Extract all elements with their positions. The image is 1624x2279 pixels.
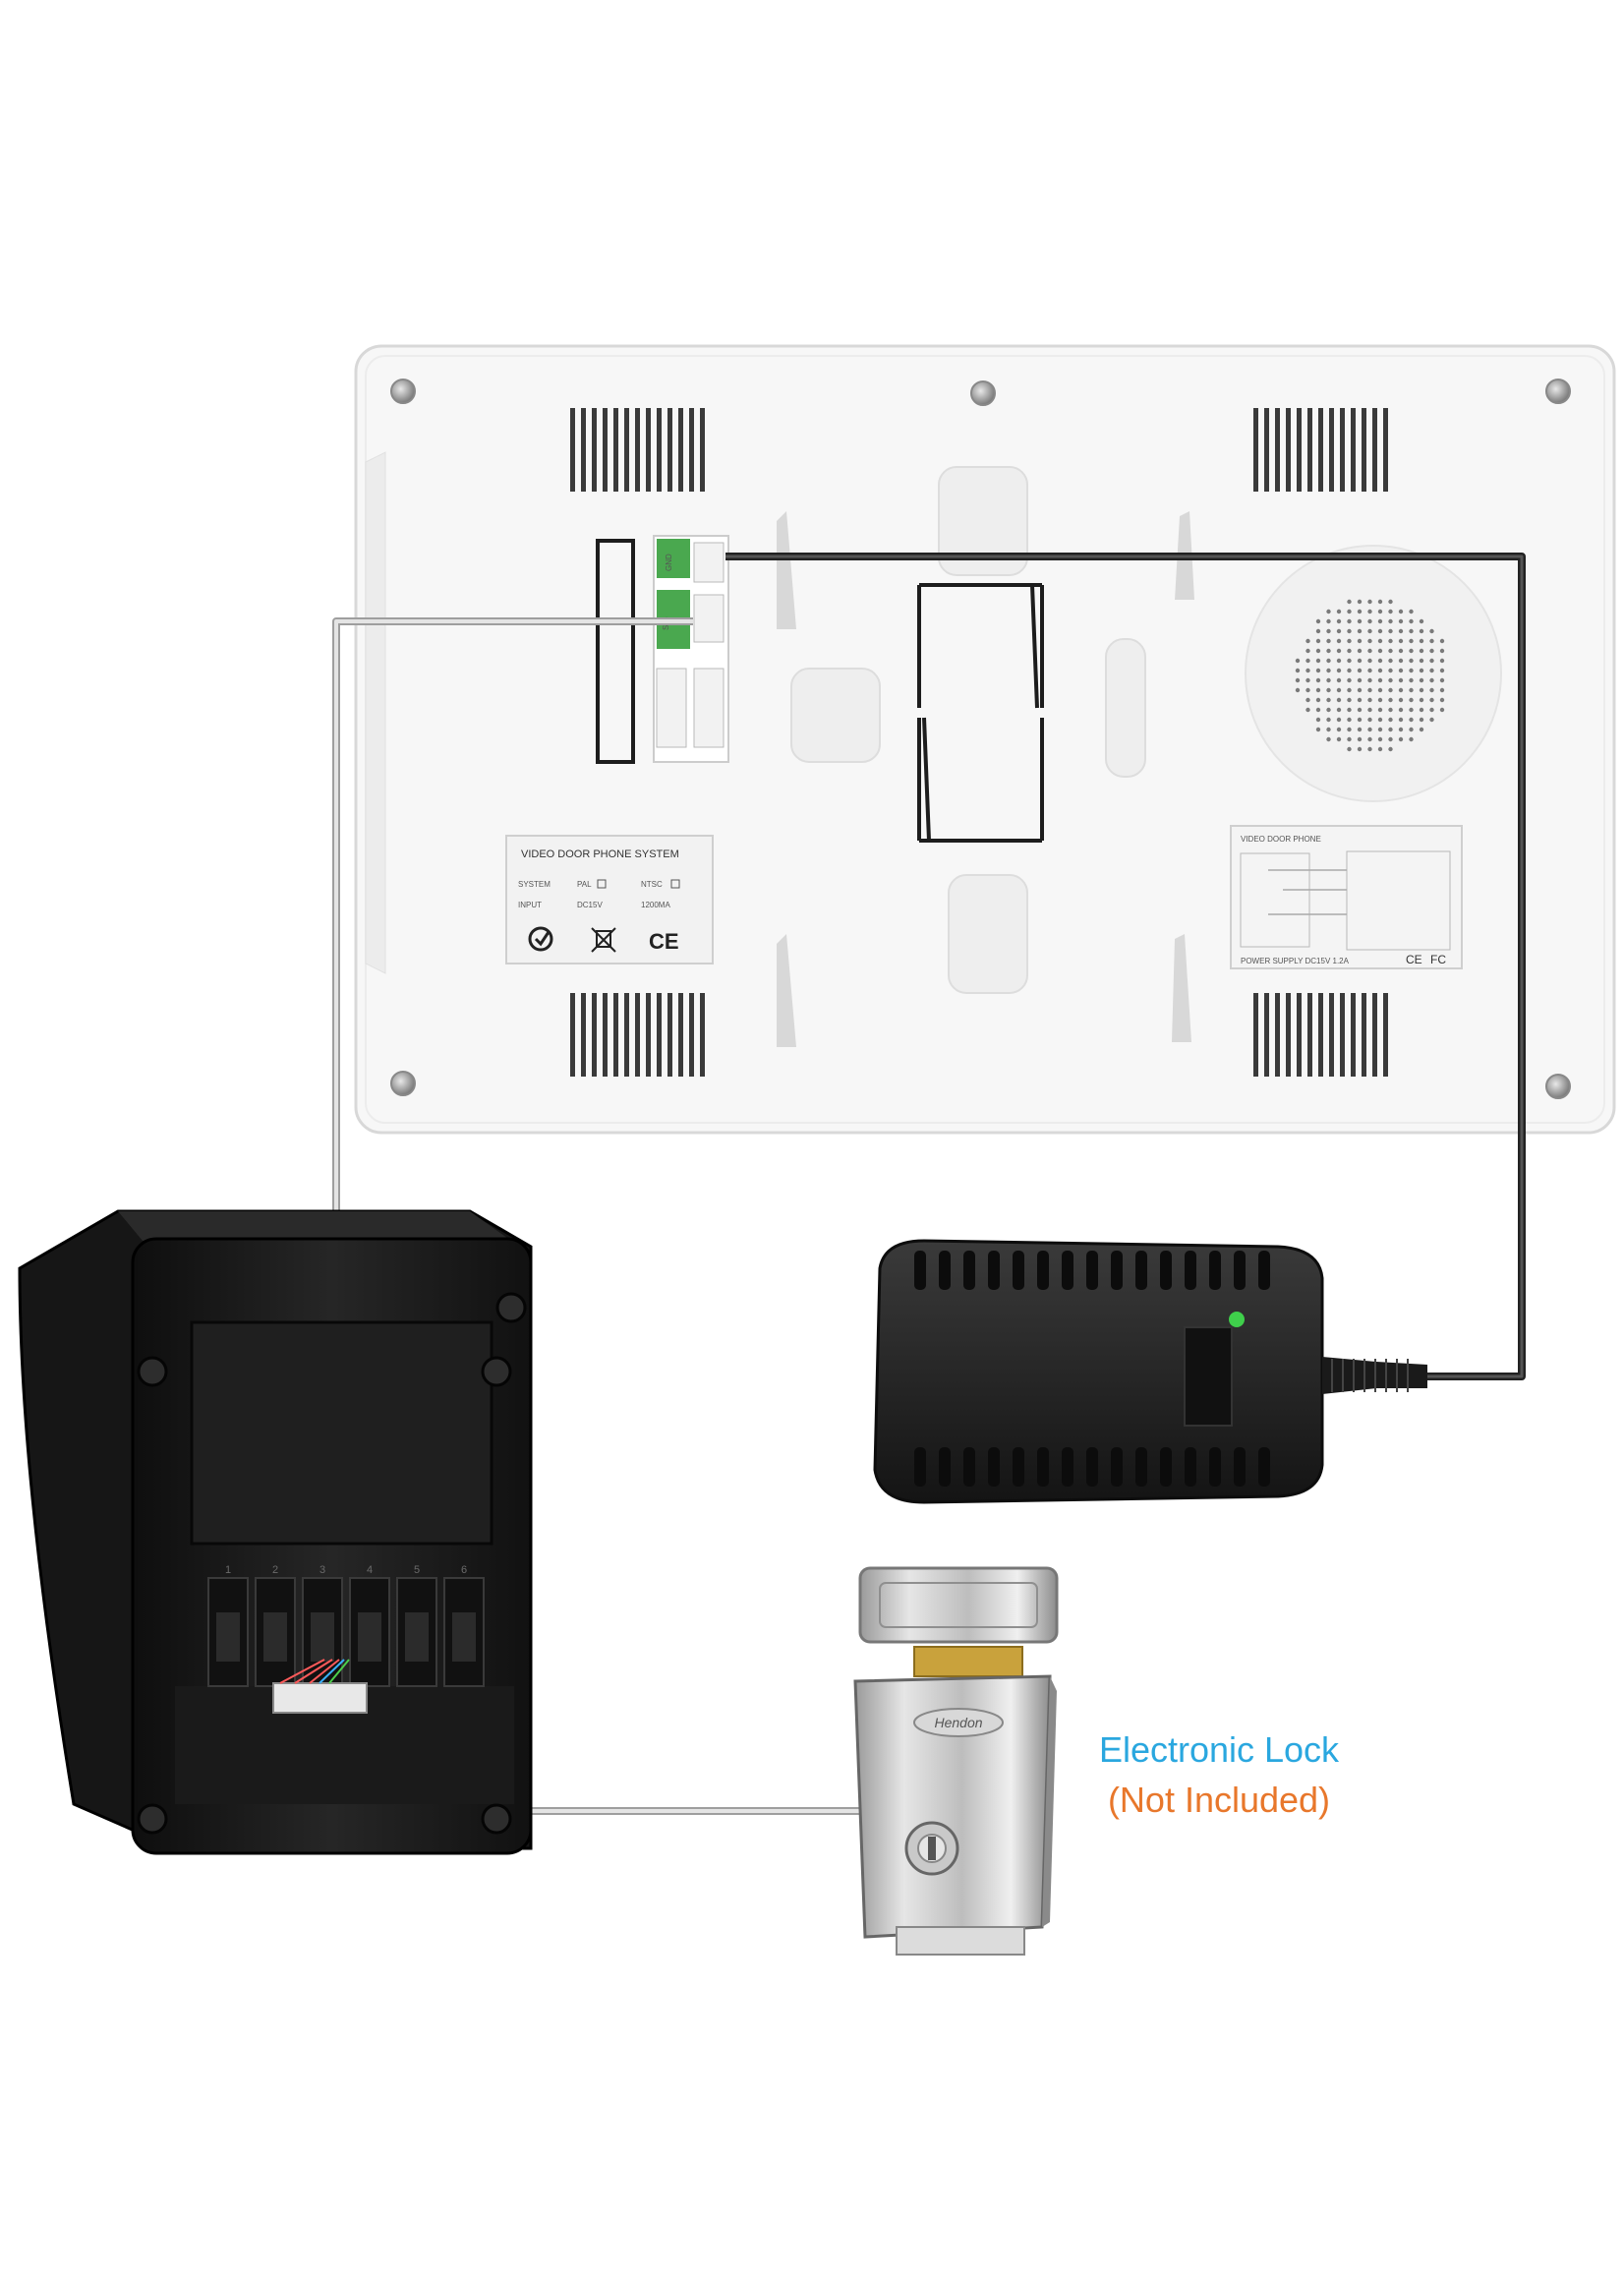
svg-text:SYSTEM: SYSTEM	[518, 880, 551, 889]
svg-text:PAL: PAL	[577, 880, 592, 889]
svg-text:CE: CE	[1406, 953, 1422, 966]
terminal-number: 6	[461, 1564, 467, 1576]
svg-text:1200MA: 1200MA	[641, 901, 670, 909]
outdoor-camera-unit: 1 2 3 4 5 6	[18, 1209, 533, 1855]
lock-brand: Hendon	[934, 1715, 982, 1730]
electronic-lock: Hendon	[853, 1566, 1059, 1956]
lock-label-note: (Not Included)	[1108, 1780, 1330, 1820]
power-adapter	[873, 1239, 1427, 1504]
ce-mark: CE	[649, 929, 679, 954]
status-led	[1229, 1312, 1245, 1327]
svg-text:DC15V: DC15V	[577, 901, 603, 909]
terminal-number: 4	[367, 1564, 373, 1576]
weee-bin-icon	[591, 927, 616, 953]
rating-sticker: VIDEO DOOR PHONE SYSTEM SYSTEM PAL NTSC …	[505, 835, 714, 964]
vent-grille	[570, 408, 1388, 1077]
terminal-number: 3	[319, 1564, 325, 1576]
svg-text:VIDEO DOOR PHONE: VIDEO DOOR PHONE	[1241, 835, 1321, 844]
screw-icon	[390, 379, 1571, 1099]
mounting-hole-icon	[137, 1292, 527, 1835]
svg-text:POWER SUPPLY DC15V 1.2A: POWER SUPPLY DC15V 1.2A	[1241, 957, 1350, 965]
port-bracket	[596, 539, 635, 764]
terminal-number: 2	[272, 1564, 278, 1576]
mount-cutouts	[777, 466, 1194, 1047]
wall-bracket-frame	[917, 583, 1044, 843]
speaker-grille	[1245, 545, 1502, 802]
sticker-title: VIDEO DOOR PHONE SYSTEM	[521, 848, 679, 860]
svg-text:FC: FC	[1430, 953, 1446, 966]
connector-plug	[272, 1682, 368, 1714]
terminal-number: 5	[414, 1564, 420, 1576]
svg-text:INPUT: INPUT	[518, 901, 542, 909]
strike-plate	[858, 1566, 1059, 1644]
indoor-monitor: GND SIG VIDEO DOOR PHONE SYSTEM SYSTEM P…	[354, 344, 1616, 1135]
terminal-number: 1	[225, 1564, 231, 1576]
lock-label-title: Electronic Lock	[1099, 1729, 1340, 1770]
connector-block: GND SIG	[653, 535, 729, 763]
certification-icon	[528, 926, 553, 952]
schematic-sticker: VIDEO DOOR PHONE POWER SUPPLY DC15V 1.2A…	[1230, 825, 1463, 969]
svg-text:NTSC: NTSC	[641, 880, 663, 889]
port-label-gnd: GND	[665, 554, 673, 571]
